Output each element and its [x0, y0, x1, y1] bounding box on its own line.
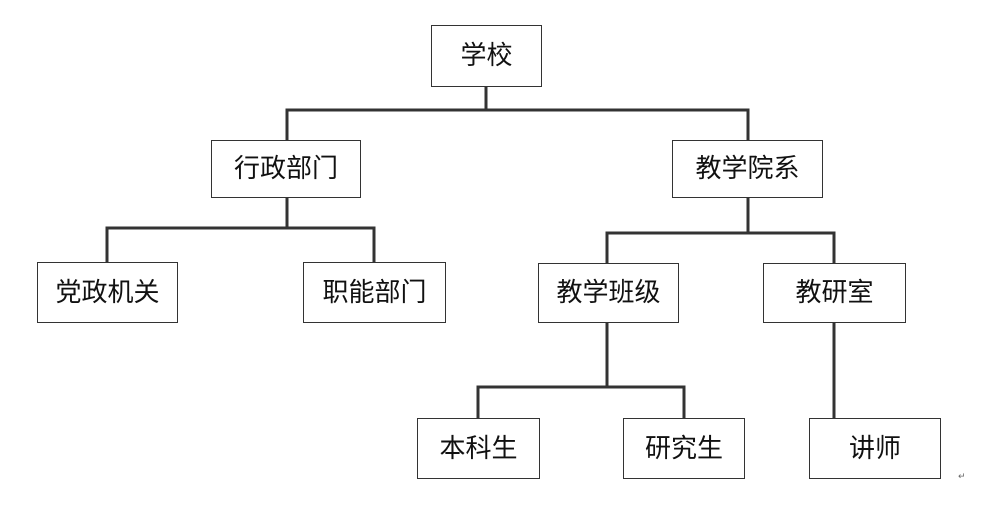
connector-admin-to-children [105, 198, 376, 262]
paragraph-end-mark: ↵ [958, 472, 966, 482]
node-undergraduate: 本科生 [417, 418, 540, 479]
connector-class-to-students [476, 323, 686, 418]
connector-school-to-departments [285, 87, 750, 140]
node-functional-dept: 职能部门 [303, 262, 446, 323]
node-teaching-class: 教学班级 [538, 263, 679, 323]
node-school: 学校 [431, 25, 542, 87]
node-postgraduate: 研究生 [623, 418, 745, 479]
node-teaching-dept: 教学院系 [672, 140, 823, 198]
node-admin-dept: 行政部门 [211, 140, 361, 198]
connector-teaching-to-children [605, 198, 836, 263]
node-lecturer: 讲师 [809, 418, 941, 479]
node-research-office: 教研室 [763, 263, 906, 323]
node-party-gov: 党政机关 [37, 262, 178, 323]
